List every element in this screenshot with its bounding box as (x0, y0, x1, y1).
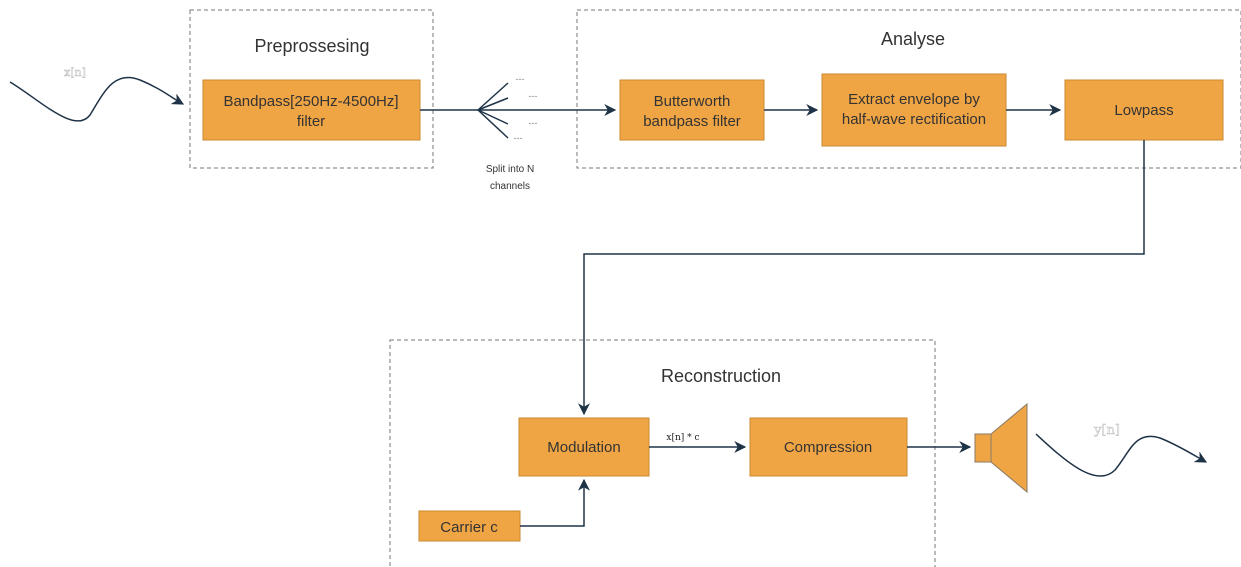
split-label-line1: Split into N (486, 164, 534, 175)
preprocessing-title: Preprossesing (254, 36, 369, 56)
butterworth-filter-block (619, 79, 765, 141)
carrier-label: Carrier c (440, 519, 498, 536)
reconstruction-title: Reconstruction (661, 366, 781, 386)
preprocessing-group (189, 9, 434, 169)
output-signal-label: y[n] (1093, 423, 1120, 438)
speaker-icon (974, 402, 1028, 494)
reconstruction-group (389, 339, 936, 567)
butterworth-label-line1: Butterworth (654, 93, 731, 110)
channel-dots-1: --- (516, 74, 525, 84)
lowpass-label: Lowpass (1114, 102, 1173, 119)
analyse-group (576, 9, 1241, 169)
compression-label: Compression (784, 439, 872, 456)
bandpass-filter-block (202, 79, 421, 141)
butterworth-label-line2: bandpass filter (643, 113, 741, 130)
analyse-title: Analyse (881, 29, 945, 49)
channel-dots-3: --- (529, 118, 538, 128)
input-wave-icon (9, 76, 185, 122)
channel-dots-2: --- (529, 91, 538, 101)
modulation-label: Modulation (547, 439, 620, 456)
output-wave-icon (1035, 433, 1208, 477)
wire-lowpass-to-modulation (578, 140, 1145, 416)
envelope-extraction-block (821, 73, 1007, 147)
modulation-block (518, 417, 650, 477)
envelope-label-line2: half-wave rectification (842, 111, 986, 128)
envelope-label-line1: Extract envelope by (848, 91, 980, 108)
compression-block (749, 417, 908, 477)
split-label-line2: channels (490, 181, 530, 192)
product-label: x[n] * c (666, 433, 699, 443)
lowpass-block (1064, 79, 1224, 141)
input-signal-label: x[n] (64, 66, 86, 79)
wire-carrier-to-modulation (520, 478, 590, 527)
channel-dots-4: --- (514, 133, 523, 143)
bandpass-label-line2: filter (297, 113, 325, 130)
channel-splitter (420, 82, 617, 139)
bandpass-label-line1: Bandpass[250Hz-4500Hz] (223, 93, 398, 110)
